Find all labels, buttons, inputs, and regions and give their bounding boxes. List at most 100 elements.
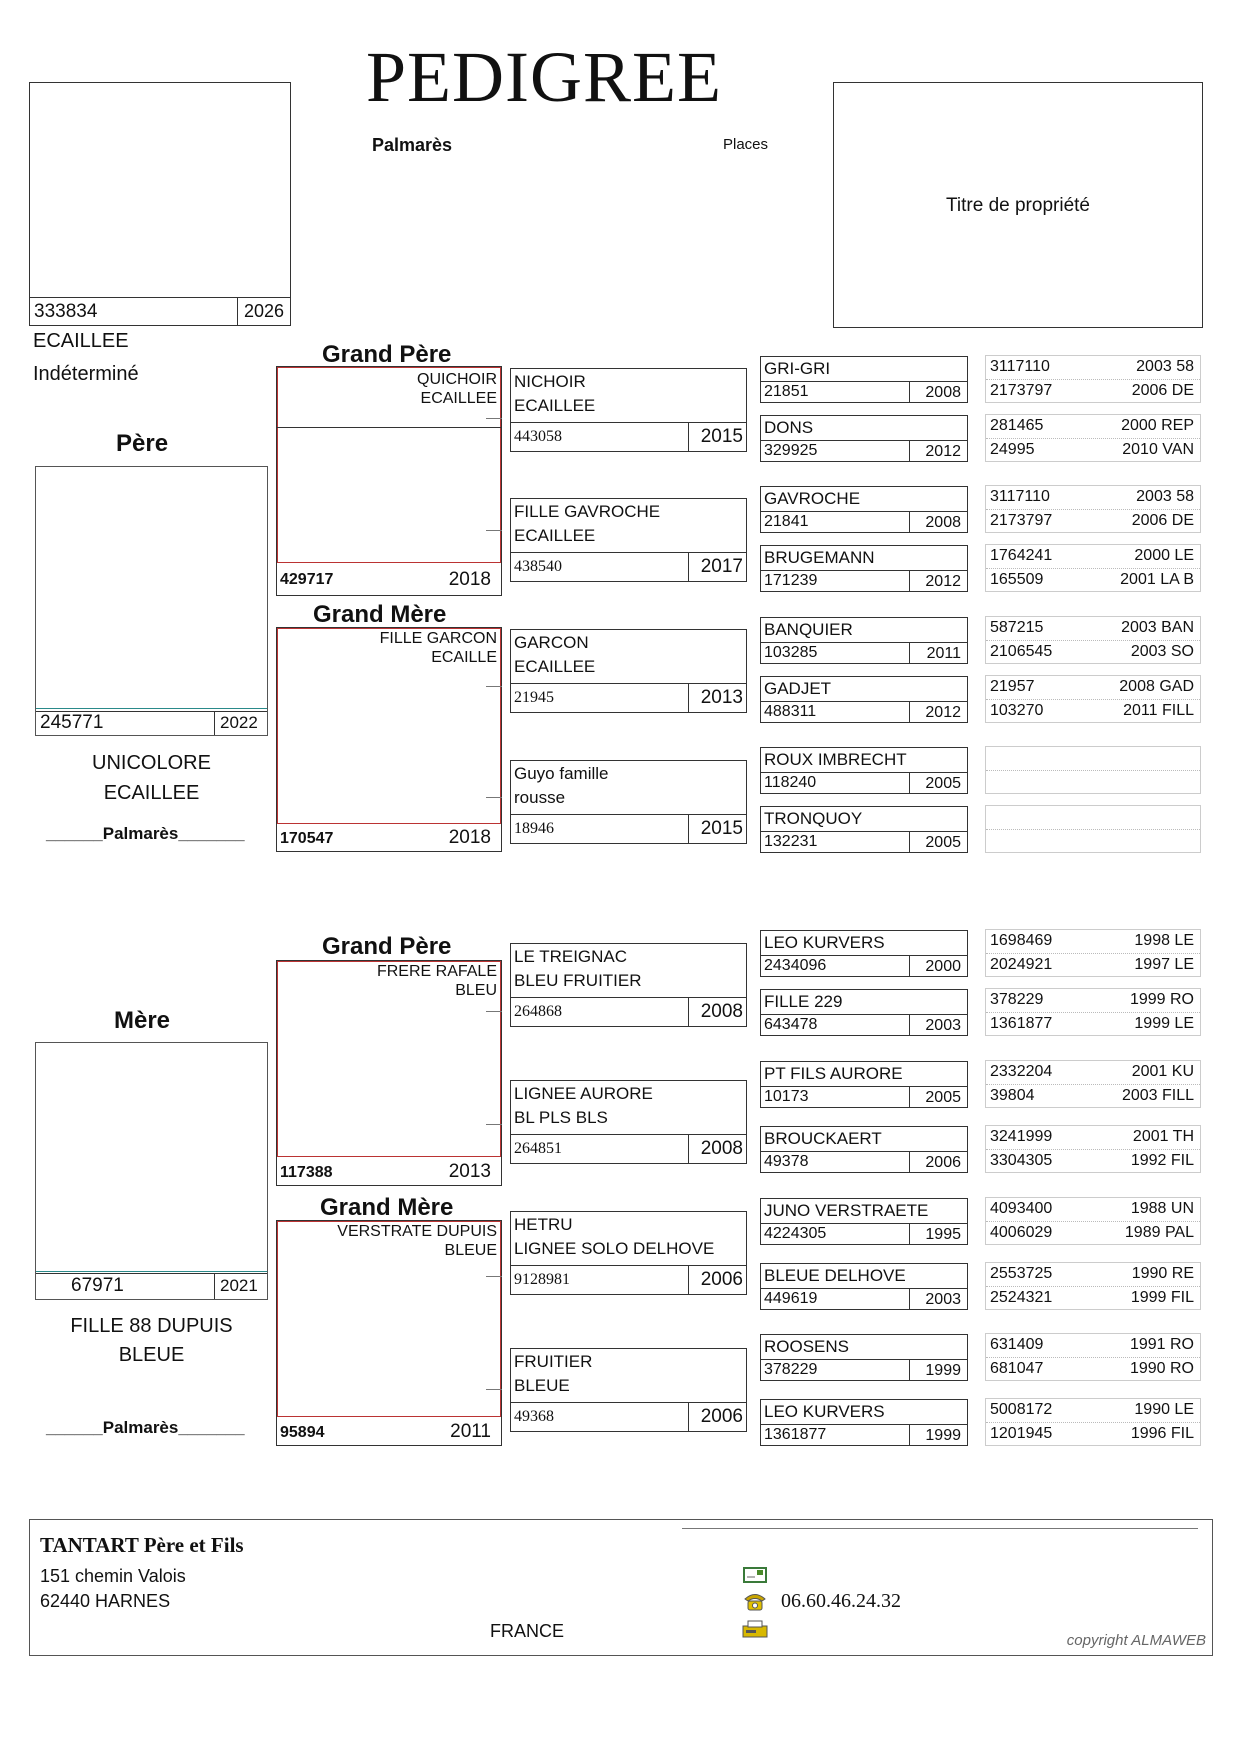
ownership-title-label: Titre de propriété [946,195,1090,216]
subject-sex: Indéterminé [33,363,139,385]
g4-year: 2005 [909,773,967,793]
g3-name: NICHOIR [514,372,586,391]
g3-ring: 264851 [514,1140,562,1157]
g4-name: BROUCKAERT [764,1129,882,1148]
g3-ring: 264868 [514,1003,562,1020]
g5-info: 1989 PAL [1124,1224,1194,1241]
g5-ring: 1764241 [990,547,1053,564]
g4-ring: 103285 [764,644,818,661]
subject-ring: 333834 [34,301,98,322]
g5-ring: 2553725 [990,1265,1053,1282]
sire-line1: UNICOLORE [92,752,211,774]
gp2-year: 2013 [448,1161,491,1182]
g5-info: 2003 58 [1136,358,1194,375]
g4-ring: 488311 [764,703,817,720]
g5-info: 2003 FILL [1121,1087,1194,1104]
g4-ring: 49378 [764,1153,809,1170]
g5-info: 1999 LE [1134,1015,1194,1032]
gm1-header: Grand Mère [313,601,447,628]
g5-ring: 103270 [990,702,1044,719]
g3-ring: 9128981 [514,1271,570,1288]
g3-name: GARCON [514,633,589,652]
g5-pair [985,746,1201,794]
g3-ring: 443058 [514,428,562,445]
g3-year: 2006 [688,1403,746,1431]
owner-address: 151 chemin Valois [40,1566,186,1586]
copyright: copyright ALMAWEB [1066,1632,1206,1649]
gm1-ring: 170547 [280,830,334,847]
g3-name: FILLE GAVROCHE [514,502,661,521]
dam-year: 2021 [220,1276,258,1295]
g5-ring: 1698469 [990,932,1053,949]
gm2-color: BLEUE [444,1242,497,1259]
gp2-name: FRERE RAFALE [376,963,497,980]
g3-color: ECAILLEE [514,526,596,545]
g5-ring: 1201945 [990,1425,1053,1442]
g4-ring: 2434096 [764,957,827,974]
g5-ring: 3117110 [990,358,1050,375]
g3-name: LE TREIGNAC [514,947,628,966]
g5-pair [985,805,1201,853]
g3-color: LIGNEE SOLO DELHOVE [514,1239,715,1258]
g4-year: 1999 [909,1360,967,1380]
g4-year: 2011 [909,643,967,663]
g4-year: 2012 [909,571,967,591]
gp1-name: QUICHOIR [417,371,497,388]
g3-color: BLEU FRUITIER [514,971,642,990]
sire-line2: ECAILLEE [103,782,200,804]
g4-ring: 118240 [764,774,817,791]
sire-ring: 245771 [40,712,104,733]
g5-ring: 3241999 [990,1128,1053,1145]
g4-ring: 643478 [764,1016,818,1033]
gp1-header: Grand Père [322,341,452,368]
g5-info: 2003 SO [1130,643,1194,660]
g5-ring: 2332204 [990,1063,1053,1080]
g5-info: 1988 UN [1130,1200,1194,1217]
g5-info: 2000 REP [1121,417,1194,434]
dam-ring: 67971 [71,1275,124,1296]
g4-name: BRUGEMANN [764,548,875,567]
sire-year: 2022 [220,713,258,732]
g3-ring: 438540 [514,558,562,575]
g5-info: 1990 RE [1131,1265,1194,1282]
g5-ring: 21957 [990,678,1035,695]
g4-name: BLEUE DELHOVE [764,1266,906,1285]
g5-ring: 39804 [990,1087,1035,1104]
g5-ring: 3117110 [990,488,1050,505]
g5-ring: 681047 [990,1360,1044,1377]
gm1-box: FILLE GARCON ECAILLE 170547 2018 [276,627,502,852]
sire-photo-box: 245771 2022 [35,466,268,736]
g3-year: 2015 [688,815,746,843]
g4-name: GAVROCHE [764,489,861,508]
g5-info: 1996 FIL [1130,1425,1194,1442]
places-label: Places [723,136,769,153]
gp1-year: 2018 [448,569,491,590]
g4-year: 2008 [909,512,967,532]
g4-name: LEO KURVERS [764,1402,885,1421]
g3-name: HETRU [514,1215,573,1234]
gm2-header: Grand Mère [320,1194,454,1221]
g4-year: 2012 [909,702,967,722]
g4-year: 2003 [909,1015,967,1035]
g3-year: 2013 [688,684,746,712]
dam-line2: BLEUE [118,1344,185,1366]
g5-ring: 24995 [990,441,1035,458]
g5-ring: 631409 [990,1336,1044,1353]
